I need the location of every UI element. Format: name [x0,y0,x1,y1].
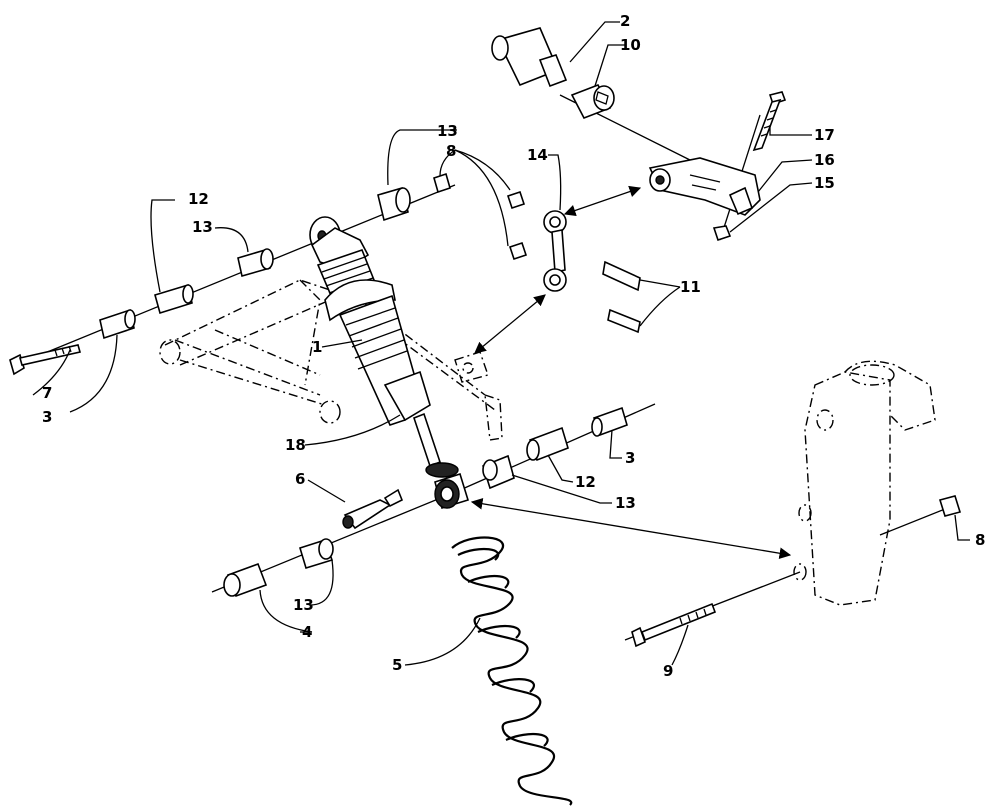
spindle [631,360,962,648]
callout-2: 2 [620,12,630,30]
adjuster-link [433,172,641,334]
callout-17: 17 [814,126,835,144]
callout-3a: 3 [42,408,52,426]
callout-15: 15 [814,174,835,192]
callout-9: 9 [663,662,673,680]
callout-12b: 12 [575,473,596,491]
callout-11: 11 [680,278,701,296]
callout-8b: 8 [975,531,985,549]
coil-spring [451,536,573,806]
callout-1: 1 [312,338,322,356]
callout-16: 16 [814,151,835,169]
callout-numbers: 2 10 13 8 14 17 16 15 12 13 11 1 7 3 18 … [42,12,985,680]
callout-6: 6 [295,470,305,488]
leader-lines [32,21,970,666]
adjuster-lever [648,91,787,242]
lower-eye [434,472,469,510]
callout-12a: 12 [188,190,209,208]
callout-18: 18 [285,436,306,454]
callout-13a: 13 [437,122,458,140]
callout-4: 4 [302,623,312,641]
callout-14: 14 [527,146,548,164]
callout-8a: 8 [446,142,456,160]
callout-10: 10 [620,36,641,54]
frame-bracket [454,351,489,383]
callout-7: 7 [42,384,52,402]
callout-5: 5 [392,656,402,674]
lower-hardware [223,406,628,598]
callout-13c: 13 [615,494,636,512]
callout-3b: 3 [625,449,635,467]
callout-13d: 13 [293,596,314,614]
assembly-arrows [470,185,792,560]
shock-absorber [309,216,459,478]
callout-13b: 13 [192,218,213,236]
upper-hardware [9,186,411,376]
remote-adjuster [491,27,615,120]
